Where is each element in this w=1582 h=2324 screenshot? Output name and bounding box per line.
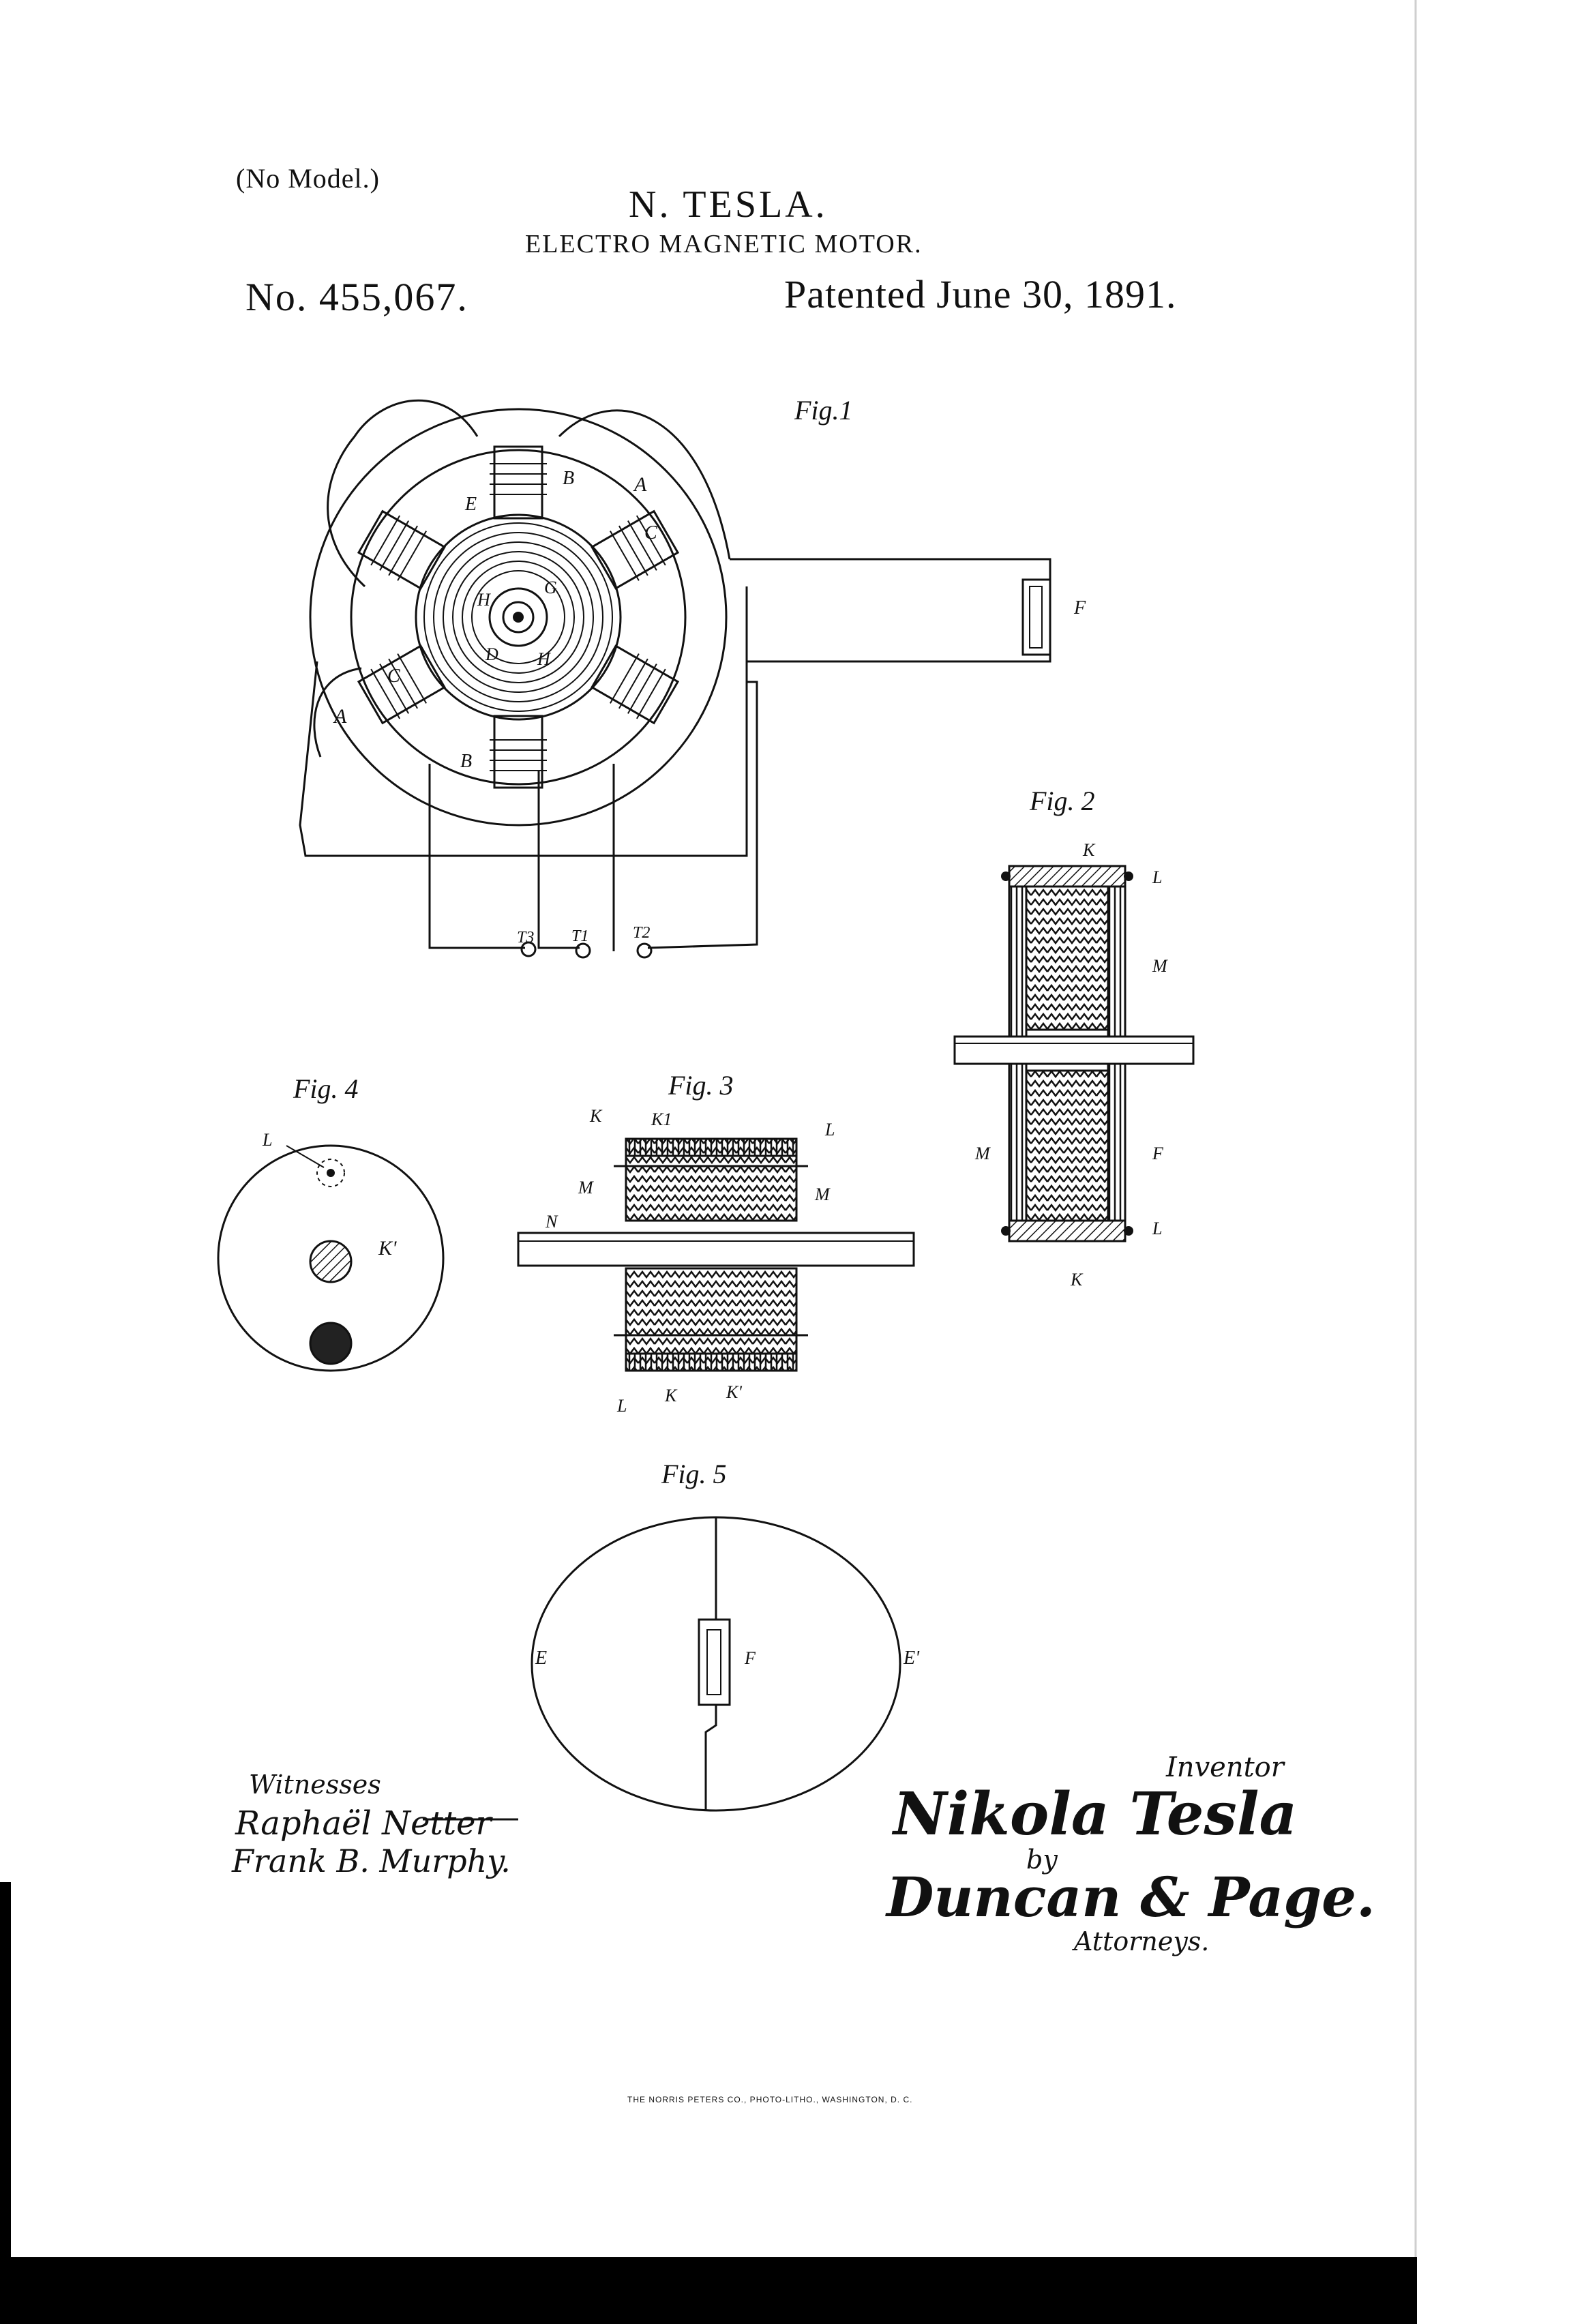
fig2-lower-core <box>1025 1069 1109 1222</box>
figure-4: Fig. 4 L K' <box>217 1073 445 1372</box>
fig5-label-F: F <box>744 1648 756 1668</box>
fig1-label-T2: T2 <box>633 924 650 942</box>
fig3-shaft <box>517 1232 915 1267</box>
fig1-label-T3: T3 <box>517 929 534 947</box>
lead-T1 <box>537 771 580 949</box>
fig1-label-T1: T1 <box>571 927 588 945</box>
fig1-label-F: F <box>1073 597 1086 619</box>
fig4-bolt-hole <box>316 1159 345 1187</box>
figure-5: Fig. 5 E E' F <box>531 1459 920 1812</box>
fig2-top-plate <box>1008 865 1126 888</box>
figure-2: Fig. 2 K L M M F L K <box>953 786 1195 1290</box>
fig1-label-B-bottom: B <box>460 751 472 772</box>
fig2-label-K-top: K <box>1082 840 1096 860</box>
fig2-label-M: M <box>1152 956 1168 976</box>
fig2-caption: Fig. 2 <box>1029 786 1095 816</box>
fig3-label-K-top: K <box>589 1106 603 1126</box>
figure-1: Fig.1 <box>299 395 1086 959</box>
fig3-label-M-left: M <box>578 1178 594 1197</box>
fig3-label-L-bottom: L <box>616 1396 627 1416</box>
fig3-label-K-bottom: K <box>664 1386 678 1405</box>
fig2-bottom-plate <box>1008 1219 1126 1242</box>
lead-T3 <box>428 764 525 949</box>
fig2-label-L-top: L <box>1152 867 1162 887</box>
fig2-label-F: F <box>1152 1144 1164 1163</box>
fig2-label-K-bottom: K <box>1070 1270 1084 1290</box>
commutator <box>488 587 548 647</box>
fig4-caption: Fig. 4 <box>293 1073 359 1104</box>
fig4-label-K1: K' <box>378 1237 397 1260</box>
patent-date: Patented June 30, 1891. <box>784 272 1177 316</box>
witness-signature-1: Raphaël Netter <box>235 1804 494 1843</box>
terminal-T1 <box>575 942 591 959</box>
wire-top-left <box>327 399 479 588</box>
fig2-label-L-bottom: L <box>1152 1219 1162 1238</box>
fig3-label-L-top: L <box>824 1120 835 1139</box>
lead-T2 <box>647 681 758 949</box>
stator-ring-outer <box>309 408 728 826</box>
fig1-caption: Fig.1 <box>794 395 853 426</box>
fig3-bottom-band <box>625 1352 798 1372</box>
witness-signature-2: Frank B. Murphy. <box>231 1843 511 1879</box>
witnesses-label: Witnesses <box>249 1770 381 1800</box>
fig1-label-B-top: B <box>563 468 574 489</box>
shaft-centre <box>513 612 524 623</box>
armature-disc <box>415 513 622 721</box>
fig1-label-C-top: C <box>644 522 657 543</box>
fig5-caption: Fig. 5 <box>661 1459 727 1489</box>
shaft <box>502 601 535 634</box>
patent-number: No. 455,067. <box>245 275 468 319</box>
fig1-label-G: G <box>544 578 557 597</box>
scan-left-edge <box>0 1882 11 2257</box>
fig2-upper-core <box>1025 885 1109 1031</box>
fig1-label-E: E <box>464 494 477 515</box>
fig1-label-A-left: A <box>333 705 347 728</box>
wire-left <box>313 667 362 758</box>
pole-pieces <box>357 445 680 789</box>
fig3-label-K1-bottom: K' <box>726 1382 742 1402</box>
inventor-name-heading: N. TESLA. <box>629 183 828 226</box>
inventor-label: Inventor <box>1165 1752 1286 1783</box>
by-label: by <box>1026 1845 1058 1875</box>
fig3-top-band <box>625 1137 798 1157</box>
armature-spiral-winding <box>423 522 613 712</box>
invention-title: ELECTRO MAGNETIC MOTOR. <box>525 230 923 258</box>
stator-ring-inner <box>350 449 687 786</box>
fig4-disc <box>217 1144 445 1372</box>
attorneys-signature: Duncan & Page. <box>885 1865 1375 1929</box>
fig1-label-C-left: C <box>387 666 400 687</box>
fig1-label-H: H <box>477 590 491 610</box>
motor-base <box>299 586 748 857</box>
scan-bottom-edge <box>0 2257 1417 2324</box>
fig2-shaft <box>953 1035 1195 1065</box>
no-model-note: (No Model.) <box>236 163 380 194</box>
fig4-shaft-hole <box>309 1240 353 1283</box>
condenser-F <box>1021 578 1051 656</box>
condenser-circuit <box>730 558 1051 663</box>
attorneys-label: Attorneys. <box>1072 1926 1209 1956</box>
fig3-caption: Fig. 3 <box>668 1070 734 1101</box>
terminal-T3 <box>520 941 537 957</box>
inventor-signature: Nikola Tesla <box>891 1780 1297 1849</box>
fig4-label-L: L <box>262 1130 272 1150</box>
fig1-label-H2: H <box>537 649 551 669</box>
fig4-bolt <box>309 1322 353 1365</box>
fig1-label-D: D <box>485 644 498 664</box>
fig1-label-A-top: A <box>633 473 647 496</box>
fig3-label-M-right: M <box>814 1185 831 1204</box>
wire-top-right <box>558 409 731 560</box>
terminal-T2 <box>636 942 653 959</box>
fig3-label-N: N <box>545 1212 558 1232</box>
printer-credit: THE NORRIS PETERS CO., PHOTO-LITHO., WAS… <box>627 2095 913 2104</box>
fig5-label-E1: E' <box>903 1648 920 1669</box>
fig3-label-K1-top: K1 <box>651 1109 672 1129</box>
fig5-label-E: E <box>535 1648 547 1669</box>
fig5-wire-bottom <box>704 1705 717 1811</box>
figure-3: Fig. 3 K K1 L M M N L K K' <box>517 1070 915 1416</box>
fig5-condenser-F <box>698 1618 731 1706</box>
signature-block: Witnesses Raphaël Netter Frank B. Murphy… <box>231 1752 1375 1956</box>
fig2-label-M-left: M <box>974 1144 991 1163</box>
